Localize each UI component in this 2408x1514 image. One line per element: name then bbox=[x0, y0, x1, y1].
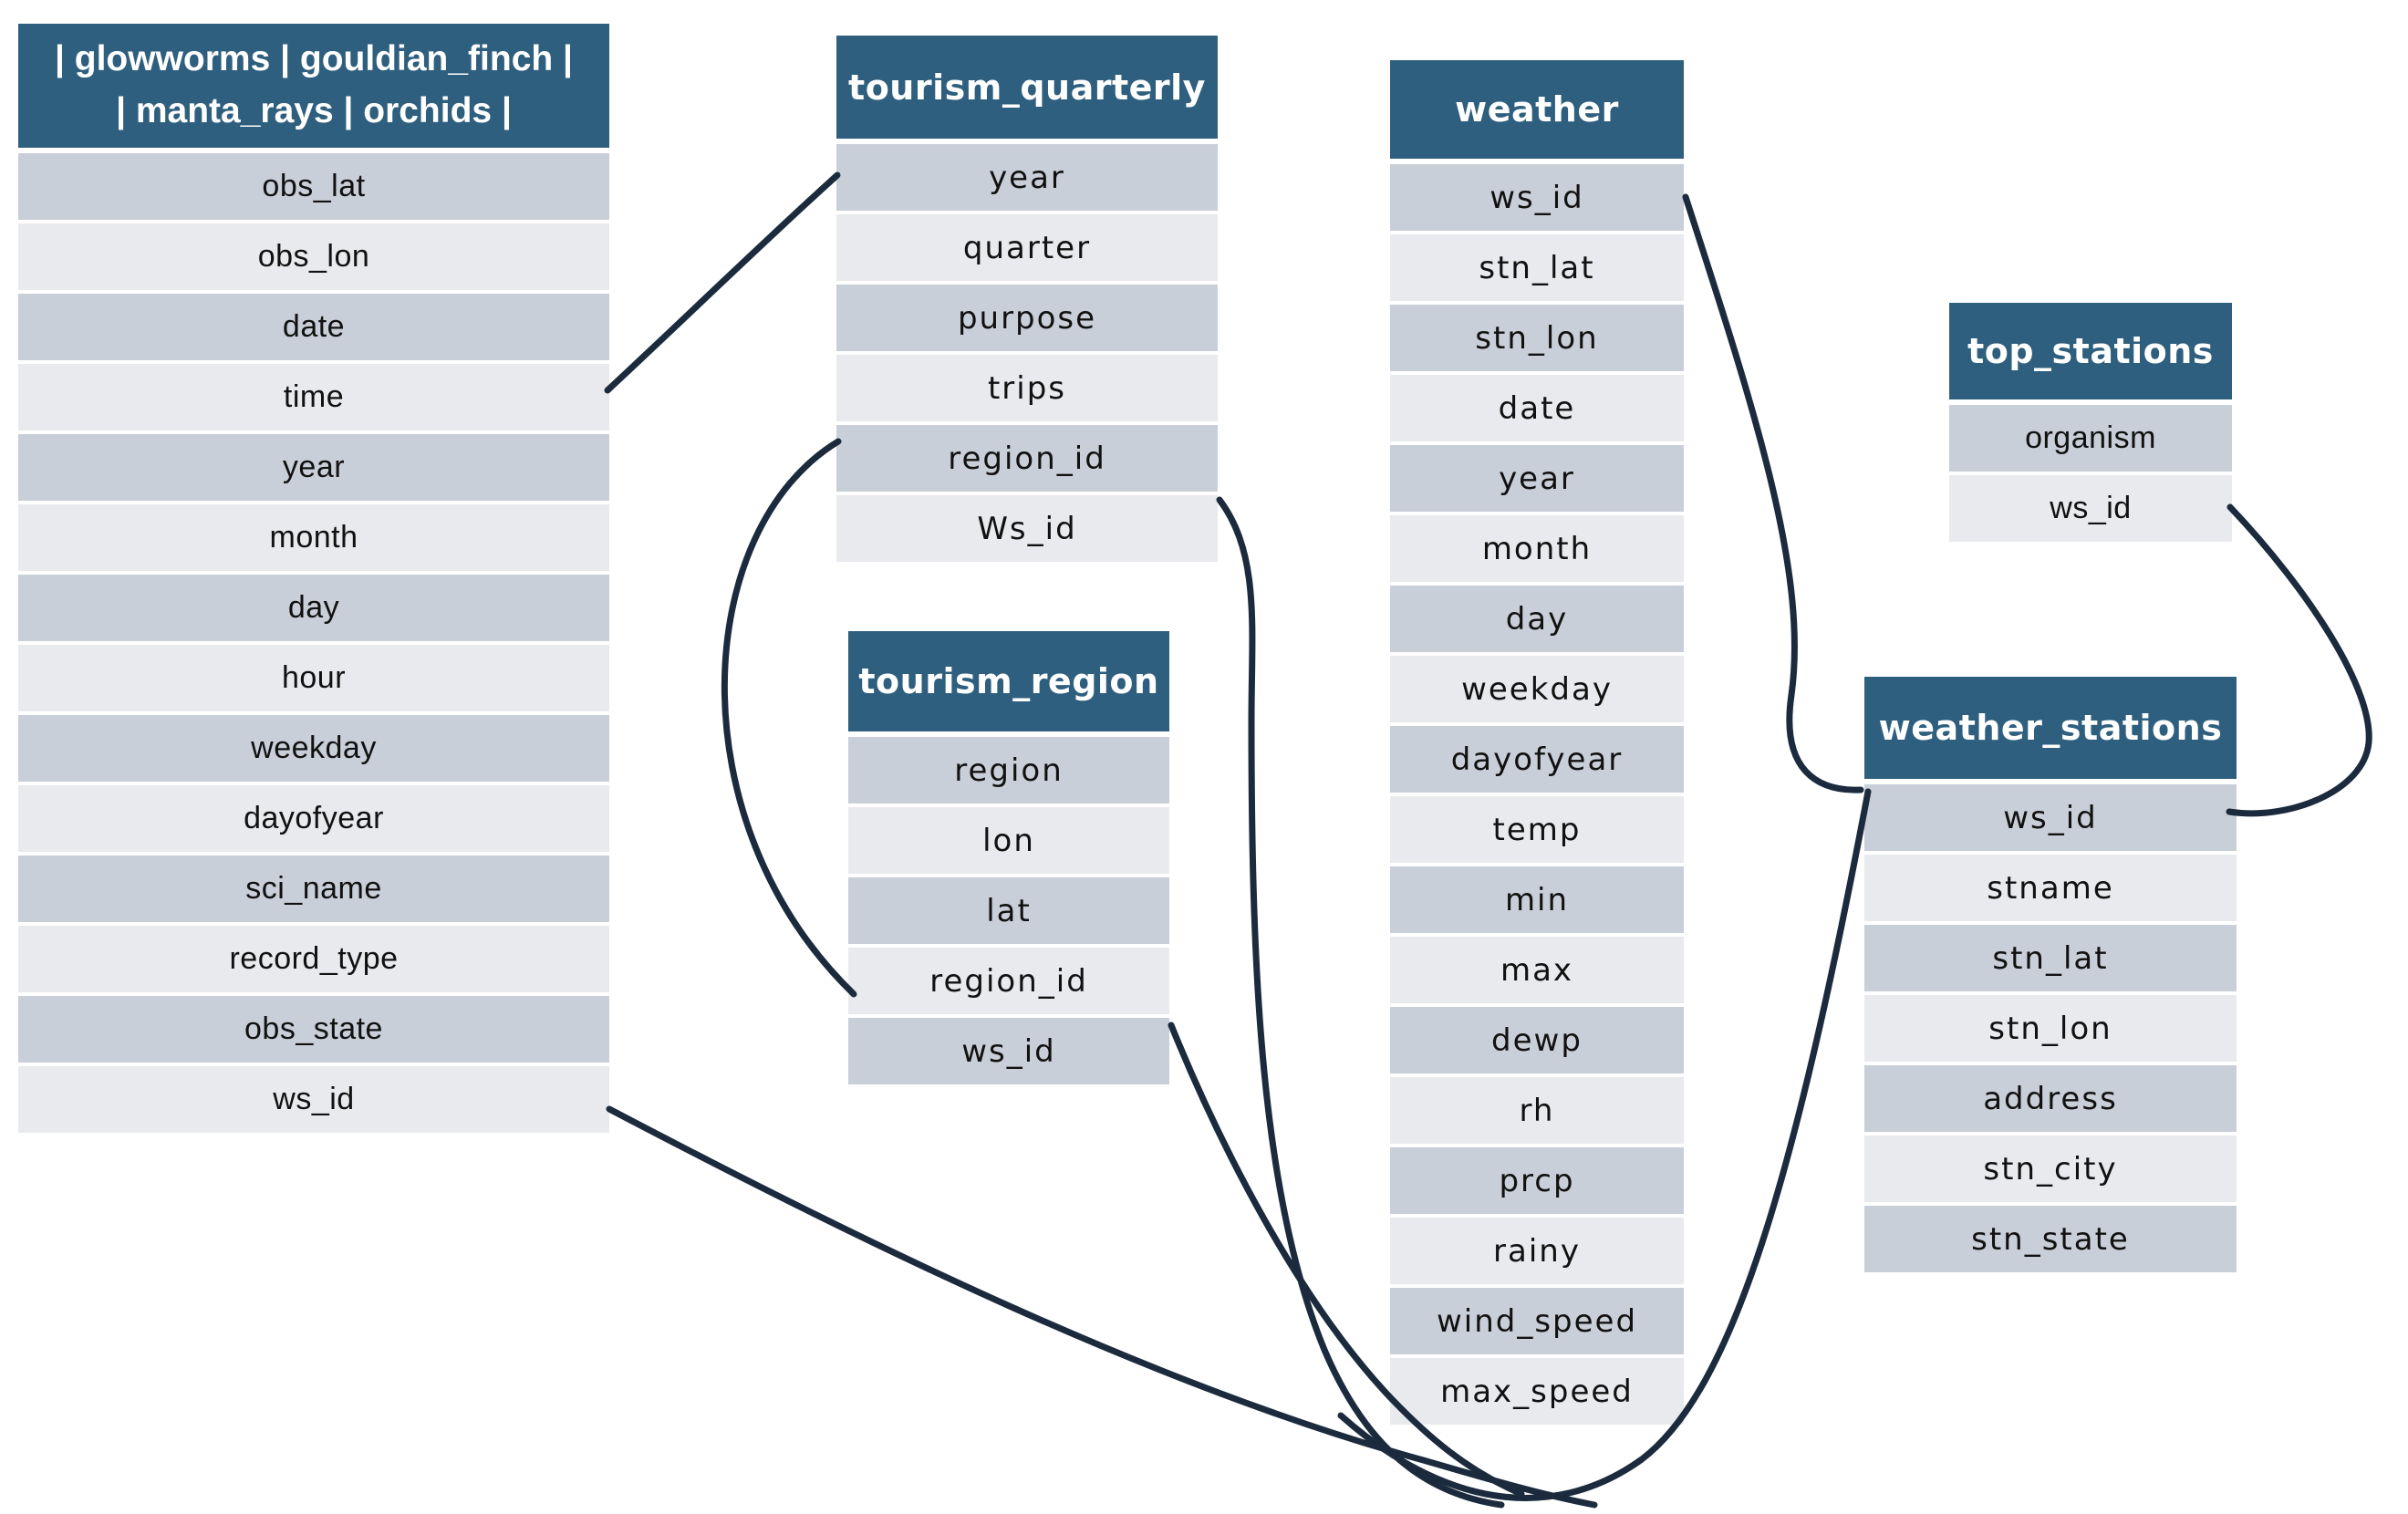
field-row-quarter: quarter bbox=[836, 214, 1218, 281]
table-top-stations-header: top_stations bbox=[1949, 303, 2232, 399]
field-row-record_type: record_type bbox=[18, 926, 609, 992]
field-row-stn_lat: stn_lat bbox=[1390, 234, 1684, 301]
field-row-stn_lon: stn_lon bbox=[1390, 305, 1684, 371]
field-row-date: date bbox=[1390, 375, 1684, 441]
field-row-month: month bbox=[1390, 515, 1684, 582]
field-row-region_id: region_id bbox=[836, 425, 1218, 492]
field-row-stn_lon: stn_lon bbox=[1864, 995, 2237, 1062]
field-row-lon: lon bbox=[848, 807, 1169, 874]
field-row-ws_id: ws_id bbox=[1390, 164, 1684, 231]
field-row-min: min bbox=[1390, 866, 1684, 933]
field-row-stname: stname bbox=[1864, 855, 2237, 921]
field-row-organism: organism bbox=[1949, 405, 2232, 472]
field-row-day: day bbox=[1390, 586, 1684, 652]
table-tourism-quarterly-header: tourism_quarterly bbox=[836, 36, 1218, 139]
field-row-rh: rh bbox=[1390, 1077, 1684, 1144]
field-row-weekday: weekday bbox=[18, 715, 609, 782]
field-row-purpose: purpose bbox=[836, 285, 1218, 351]
field-row-hour: hour bbox=[18, 645, 609, 711]
field-row-obs_state: obs_state bbox=[18, 996, 609, 1063]
field-row-month: month bbox=[18, 504, 609, 571]
connector-tq-regionid-to-tr-regionid bbox=[721, 438, 857, 998]
field-row-stn_city: stn_city bbox=[1864, 1136, 2237, 1202]
field-row-region: region bbox=[848, 737, 1169, 804]
field-row-ws_id: ws_id bbox=[1949, 475, 2232, 542]
table-observations: | glowworms | gouldian_finch | | manta_r… bbox=[18, 24, 609, 1133]
field-row-date: date bbox=[18, 294, 609, 360]
table-weather-header: weather bbox=[1390, 60, 1684, 159]
field-row-ws_id: ws_id bbox=[1864, 784, 2237, 851]
connector-obs-time-to-tq-year bbox=[604, 171, 841, 394]
connector-weather-wsid-to-ws-wsid bbox=[1682, 193, 1864, 793]
field-row-ws_id: ws_id bbox=[848, 1018, 1169, 1084]
field-row-trips: trips bbox=[836, 355, 1218, 421]
field-row-dewp: dewp bbox=[1390, 1007, 1684, 1073]
field-row-dayofyear: dayofyear bbox=[18, 785, 609, 852]
field-row-stn_state: stn_state bbox=[1864, 1206, 2237, 1272]
field-row-rainy: rainy bbox=[1390, 1218, 1684, 1284]
field-row-obs_lon: obs_lon bbox=[18, 223, 609, 290]
field-row-time: time bbox=[18, 364, 609, 430]
field-row-obs_lat: obs_lat bbox=[18, 153, 609, 220]
field-row-temp: temp bbox=[1390, 796, 1684, 863]
table-weather-stations-header: weather_stations bbox=[1864, 677, 2237, 779]
field-row-address: address bbox=[1864, 1065, 2237, 1132]
field-row-dayofyear: dayofyear bbox=[1390, 726, 1684, 793]
field-row-year: year bbox=[1390, 445, 1684, 512]
field-row-wind_speed: wind_speed bbox=[1390, 1288, 1684, 1354]
field-row-lat: lat bbox=[848, 877, 1169, 944]
field-row-max_speed: max_speed bbox=[1390, 1358, 1684, 1425]
table-observations-header: | glowworms | gouldian_finch | | manta_r… bbox=[18, 24, 609, 148]
field-row-year: year bbox=[836, 144, 1218, 211]
field-row-stn_lat: stn_lat bbox=[1864, 925, 2237, 991]
field-row-year: year bbox=[18, 434, 609, 501]
field-row-prcp: prcp bbox=[1390, 1147, 1684, 1214]
field-row-day: day bbox=[18, 575, 609, 641]
field-row-max: max bbox=[1390, 937, 1684, 1003]
field-row-sci_name: sci_name bbox=[18, 856, 609, 922]
field-row-weekday: weekday bbox=[1390, 656, 1684, 722]
field-row-ws_id: Ws_id bbox=[836, 495, 1218, 562]
field-row-ws_id: ws_id bbox=[18, 1066, 609, 1133]
connector-topstations-wsid-to-ws-wsid bbox=[2226, 503, 2372, 817]
field-row-region_id: region_id bbox=[848, 948, 1169, 1014]
table-tourism-region-header: tourism_region bbox=[848, 631, 1169, 731]
